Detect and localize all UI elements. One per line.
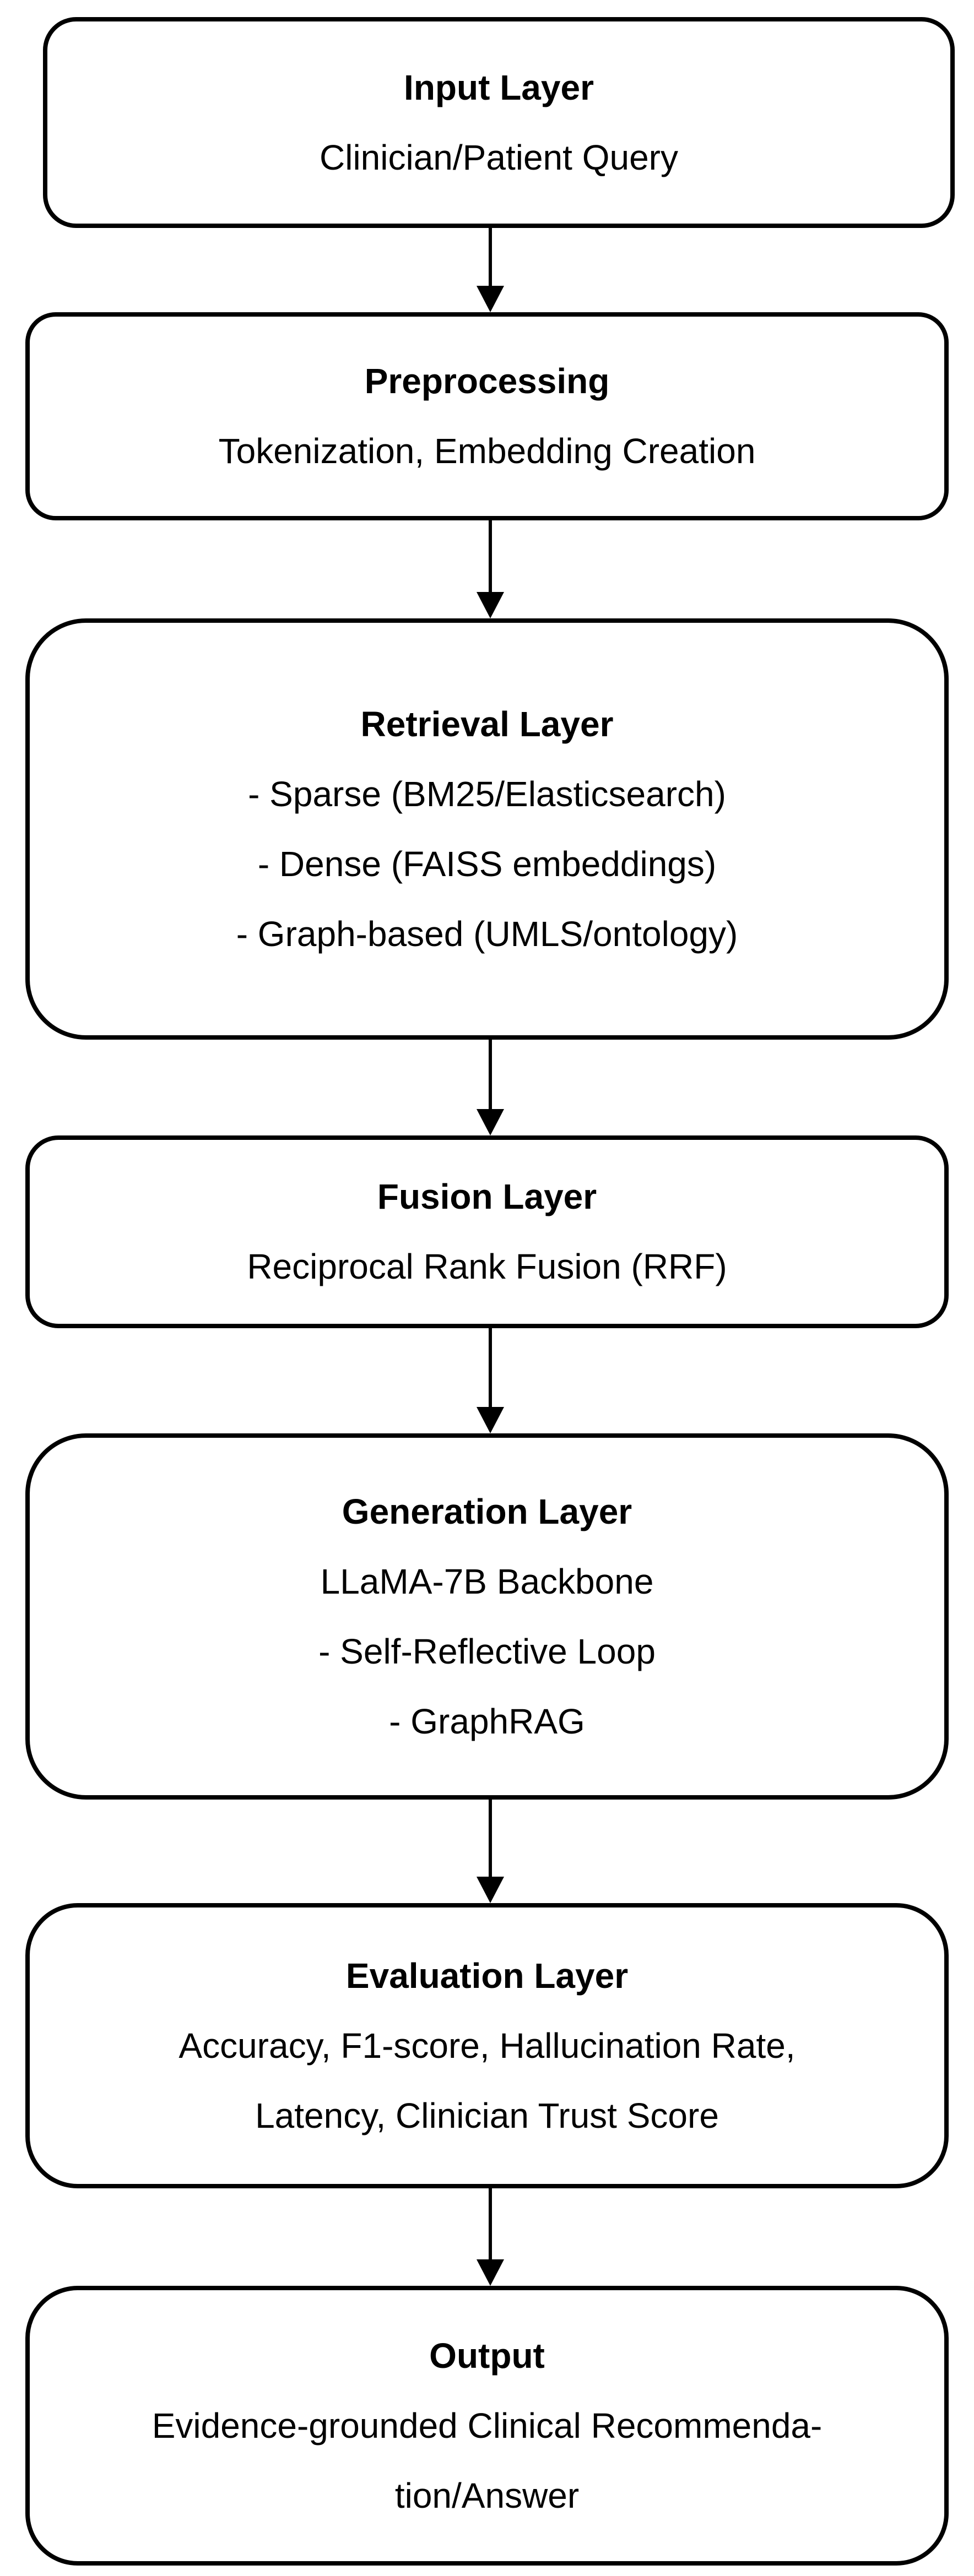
node-line: tion/Answer bbox=[394, 2475, 580, 2515]
node-title: Generation Layer bbox=[342, 1491, 632, 1531]
arrowhead-icon bbox=[477, 2259, 504, 2286]
flow-arrow bbox=[477, 228, 504, 312]
arrow-line bbox=[489, 1800, 492, 1877]
node-title: Input Layer bbox=[404, 67, 594, 107]
arrowhead-icon bbox=[477, 1407, 504, 1433]
arrow-line bbox=[489, 520, 492, 592]
arrow-line bbox=[489, 2188, 492, 2259]
node-line: Tokenization, Embedding Creation bbox=[218, 431, 756, 471]
node-line: Latency, Clinician Trust Score bbox=[255, 2095, 719, 2135]
node-line: Reciprocal Rank Fusion (RRF) bbox=[247, 1247, 727, 1286]
node-line: - Dense (FAISS embeddings) bbox=[257, 844, 717, 884]
node-line: Clinician/Patient Query bbox=[320, 137, 678, 177]
node-line: - Sparse (BM25/Elasticsearch) bbox=[248, 774, 726, 814]
arrowhead-icon bbox=[477, 1109, 504, 1135]
arrowhead-icon bbox=[477, 1877, 504, 1903]
flow-arrow bbox=[477, 1328, 504, 1433]
node-title: Evaluation Layer bbox=[345, 1955, 629, 1996]
flow-node-preprocessing: Preprocessing Tokenization, Embedding Cr… bbox=[25, 312, 949, 520]
flow-node-output: Output Evidence-grounded Clinical Recomm… bbox=[25, 2286, 949, 2566]
flow-node-input-layer: Input Layer Clinician/Patient Query bbox=[43, 17, 955, 228]
flow-node-fusion-layer: Fusion Layer Reciprocal Rank Fusion (RRF… bbox=[25, 1135, 949, 1328]
node-title: Fusion Layer bbox=[377, 1177, 597, 1216]
flow-arrow bbox=[477, 1800, 504, 1903]
flow-arrow bbox=[477, 2188, 504, 2286]
node-line: - Graph-based (UMLS/ontology) bbox=[236, 914, 738, 954]
node-line: - Self-Reflective Loop bbox=[318, 1631, 656, 1671]
arrow-line bbox=[489, 1040, 492, 1109]
arrowhead-icon bbox=[477, 286, 504, 312]
node-line: LLaMA-7B Backbone bbox=[320, 1561, 654, 1601]
flow-arrow bbox=[477, 1040, 504, 1135]
flow-node-generation-layer: Generation Layer LLaMA-7B Backbone - Sel… bbox=[25, 1433, 949, 1800]
flow-arrow bbox=[477, 520, 504, 618]
node-title: Preprocessing bbox=[364, 361, 610, 401]
node-title: Retrieval Layer bbox=[360, 704, 614, 744]
arrow-line bbox=[489, 228, 492, 286]
arrow-line bbox=[489, 1328, 492, 1407]
flow-node-retrieval-layer: Retrieval Layer - Sparse (BM25/Elasticse… bbox=[25, 618, 949, 1040]
node-line: Evidence-grounded Clinical Recommenda- bbox=[151, 2405, 823, 2445]
node-line: - GraphRAG bbox=[389, 1701, 585, 1741]
flow-node-evaluation-layer: Evaluation Layer Accuracy, F1-score, Hal… bbox=[25, 1903, 949, 2188]
node-line: Accuracy, F1-score, Hallucination Rate, bbox=[178, 2025, 796, 2066]
node-title: Output bbox=[429, 2335, 545, 2376]
arrowhead-icon bbox=[477, 592, 504, 618]
